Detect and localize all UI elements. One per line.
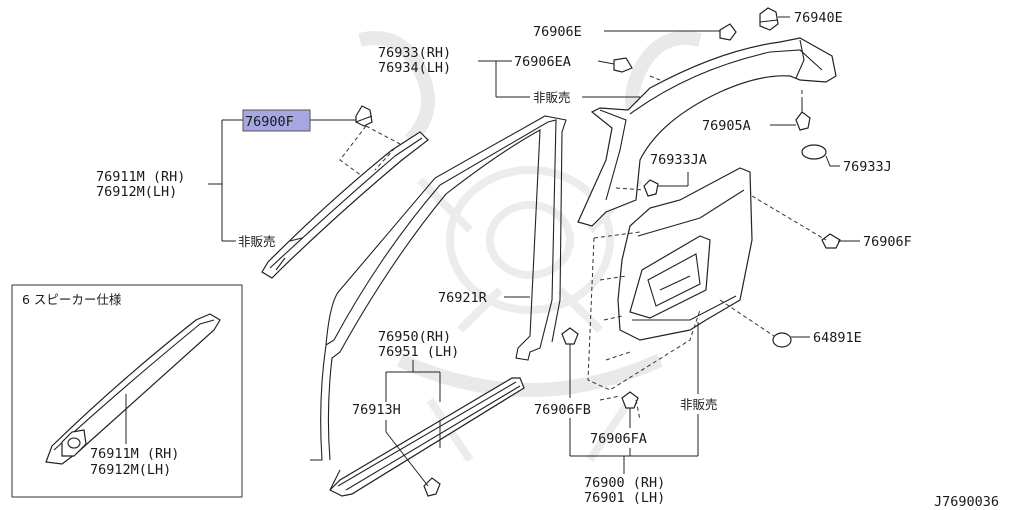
label-not-sold-1: 非販売 [533, 90, 571, 105]
inset-label-76912m-lh: 76912M(LH) [90, 462, 171, 478]
label-64891e: 64891E [813, 330, 862, 346]
label-76906f: 76906F [863, 234, 912, 250]
a-pillar-garnish [261, 131, 429, 279]
clip-64891e [772, 332, 792, 348]
label-76906ea: 76906EA [514, 54, 571, 70]
label-76900f: 76900F [245, 114, 294, 130]
label-76913h: 76913H [352, 402, 401, 418]
label-76911m-rh: 76911M (RH) [96, 169, 185, 185]
clip-76933ja [643, 179, 659, 197]
label-76933j: 76933J [843, 159, 892, 175]
label-76906fa: 76906FA [590, 431, 647, 447]
clip-76933j [801, 144, 827, 160]
rear-side-trim [617, 167, 753, 341]
label-76906fb: 76906FB [534, 402, 591, 418]
clip-76913h [423, 477, 441, 497]
clip-76940e [759, 7, 779, 31]
highlight-76900f [242, 109, 311, 132]
clip-76906e [719, 23, 737, 41]
label-76900-rh: 76900 (RH) [584, 475, 665, 491]
figure-code: J7690036 [934, 494, 999, 510]
inset-garnish [45, 313, 221, 465]
leader-lines [208, 16, 860, 487]
label-76934-lh: 76934(LH) [378, 60, 451, 76]
clip-76906fa [621, 391, 639, 409]
label-76912m-lh: 76912M(LH) [96, 184, 177, 200]
label-76921r: 76921R [438, 290, 488, 306]
label-not-sold-2: 非販売 [238, 234, 276, 249]
label-76933ja: 76933JA [650, 152, 707, 168]
clip-76906f [821, 233, 841, 249]
inset-title: 6 スピーカー仕様 [22, 292, 122, 307]
watermark-emblem [358, 31, 702, 463]
label-76951-lh: 76951 (LH) [378, 344, 459, 360]
label-76940e: 76940E [794, 10, 843, 26]
inset-label-76911m-rh: 76911M (RH) [90, 446, 179, 462]
clip-76906fb [561, 327, 579, 345]
kicking-plate [328, 377, 525, 497]
label-76906e: 76906E [533, 24, 582, 40]
label-76901-lh: 76901 (LH) [584, 490, 665, 506]
label-76950-rh: 76950(RH) [378, 329, 451, 345]
clip-76900f [355, 105, 373, 127]
label-76905a: 76905A [702, 118, 751, 134]
clip-76905a [795, 100, 811, 131]
label-not-sold-3: 非販売 [680, 397, 718, 412]
label-76933-rh: 76933(RH) [378, 45, 451, 61]
clip-76906ea [613, 57, 633, 73]
door-opening-welt [310, 115, 567, 461]
center-pillar-garnish [577, 37, 837, 227]
